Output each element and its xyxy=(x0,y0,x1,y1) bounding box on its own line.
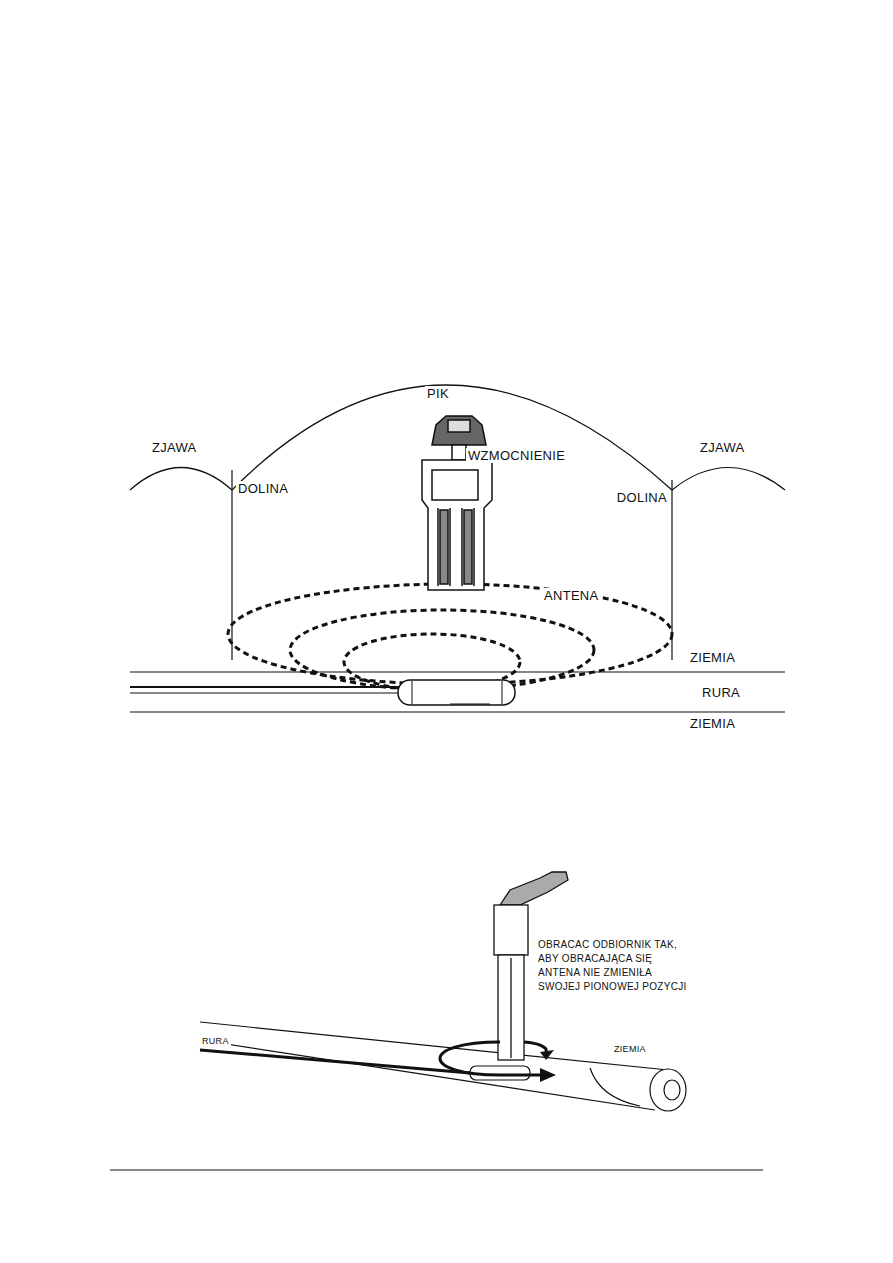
antenna-label: ANTENA xyxy=(542,588,601,603)
ghost-curve xyxy=(130,468,232,491)
ghost-label: ZJAWA xyxy=(698,440,747,455)
pipe-label: RURA xyxy=(200,1036,231,1047)
cable xyxy=(200,1050,470,1073)
rotation-arrow xyxy=(440,1042,540,1075)
null-label: DOLINA xyxy=(615,490,669,505)
ghost-curve xyxy=(672,468,785,491)
pipe-edge xyxy=(200,1040,655,1110)
field-line xyxy=(228,584,672,684)
ground-label: ZIEMIA xyxy=(688,716,737,731)
sonde-detail xyxy=(412,681,413,704)
gain-label: WZMOCNIENIE xyxy=(466,448,567,463)
footer-rule xyxy=(110,1170,763,1171)
sonde-detail xyxy=(502,681,503,704)
pipe-edge xyxy=(200,1022,668,1070)
cable xyxy=(130,693,400,694)
peak-label: PIK xyxy=(425,386,451,401)
pipe-end xyxy=(650,1069,686,1111)
pipe-end xyxy=(664,1080,680,1100)
rotation-arrow xyxy=(524,1042,546,1052)
null-label: DOLINA xyxy=(236,481,290,496)
arrow-head xyxy=(540,1050,554,1060)
ground-line xyxy=(130,671,785,672)
ground-label: ZIEMIA xyxy=(612,1044,648,1055)
ground-line xyxy=(130,711,785,712)
field-line xyxy=(290,610,594,690)
cable xyxy=(130,686,400,688)
receiver xyxy=(422,416,492,590)
ghost-label: ZJAWA xyxy=(150,440,199,455)
pipe-joint xyxy=(590,1068,640,1106)
instruction-note: OBRACAC ODBIORNIK TAK, ABY OBRACAJĄCA SI… xyxy=(536,938,690,994)
sonde-detail xyxy=(450,704,490,705)
arrow-head xyxy=(540,1068,556,1082)
ground-label: ZIEMIA xyxy=(688,650,737,665)
pipe-label: RURA xyxy=(700,685,742,700)
sonde xyxy=(398,680,515,705)
null-line xyxy=(231,470,232,660)
